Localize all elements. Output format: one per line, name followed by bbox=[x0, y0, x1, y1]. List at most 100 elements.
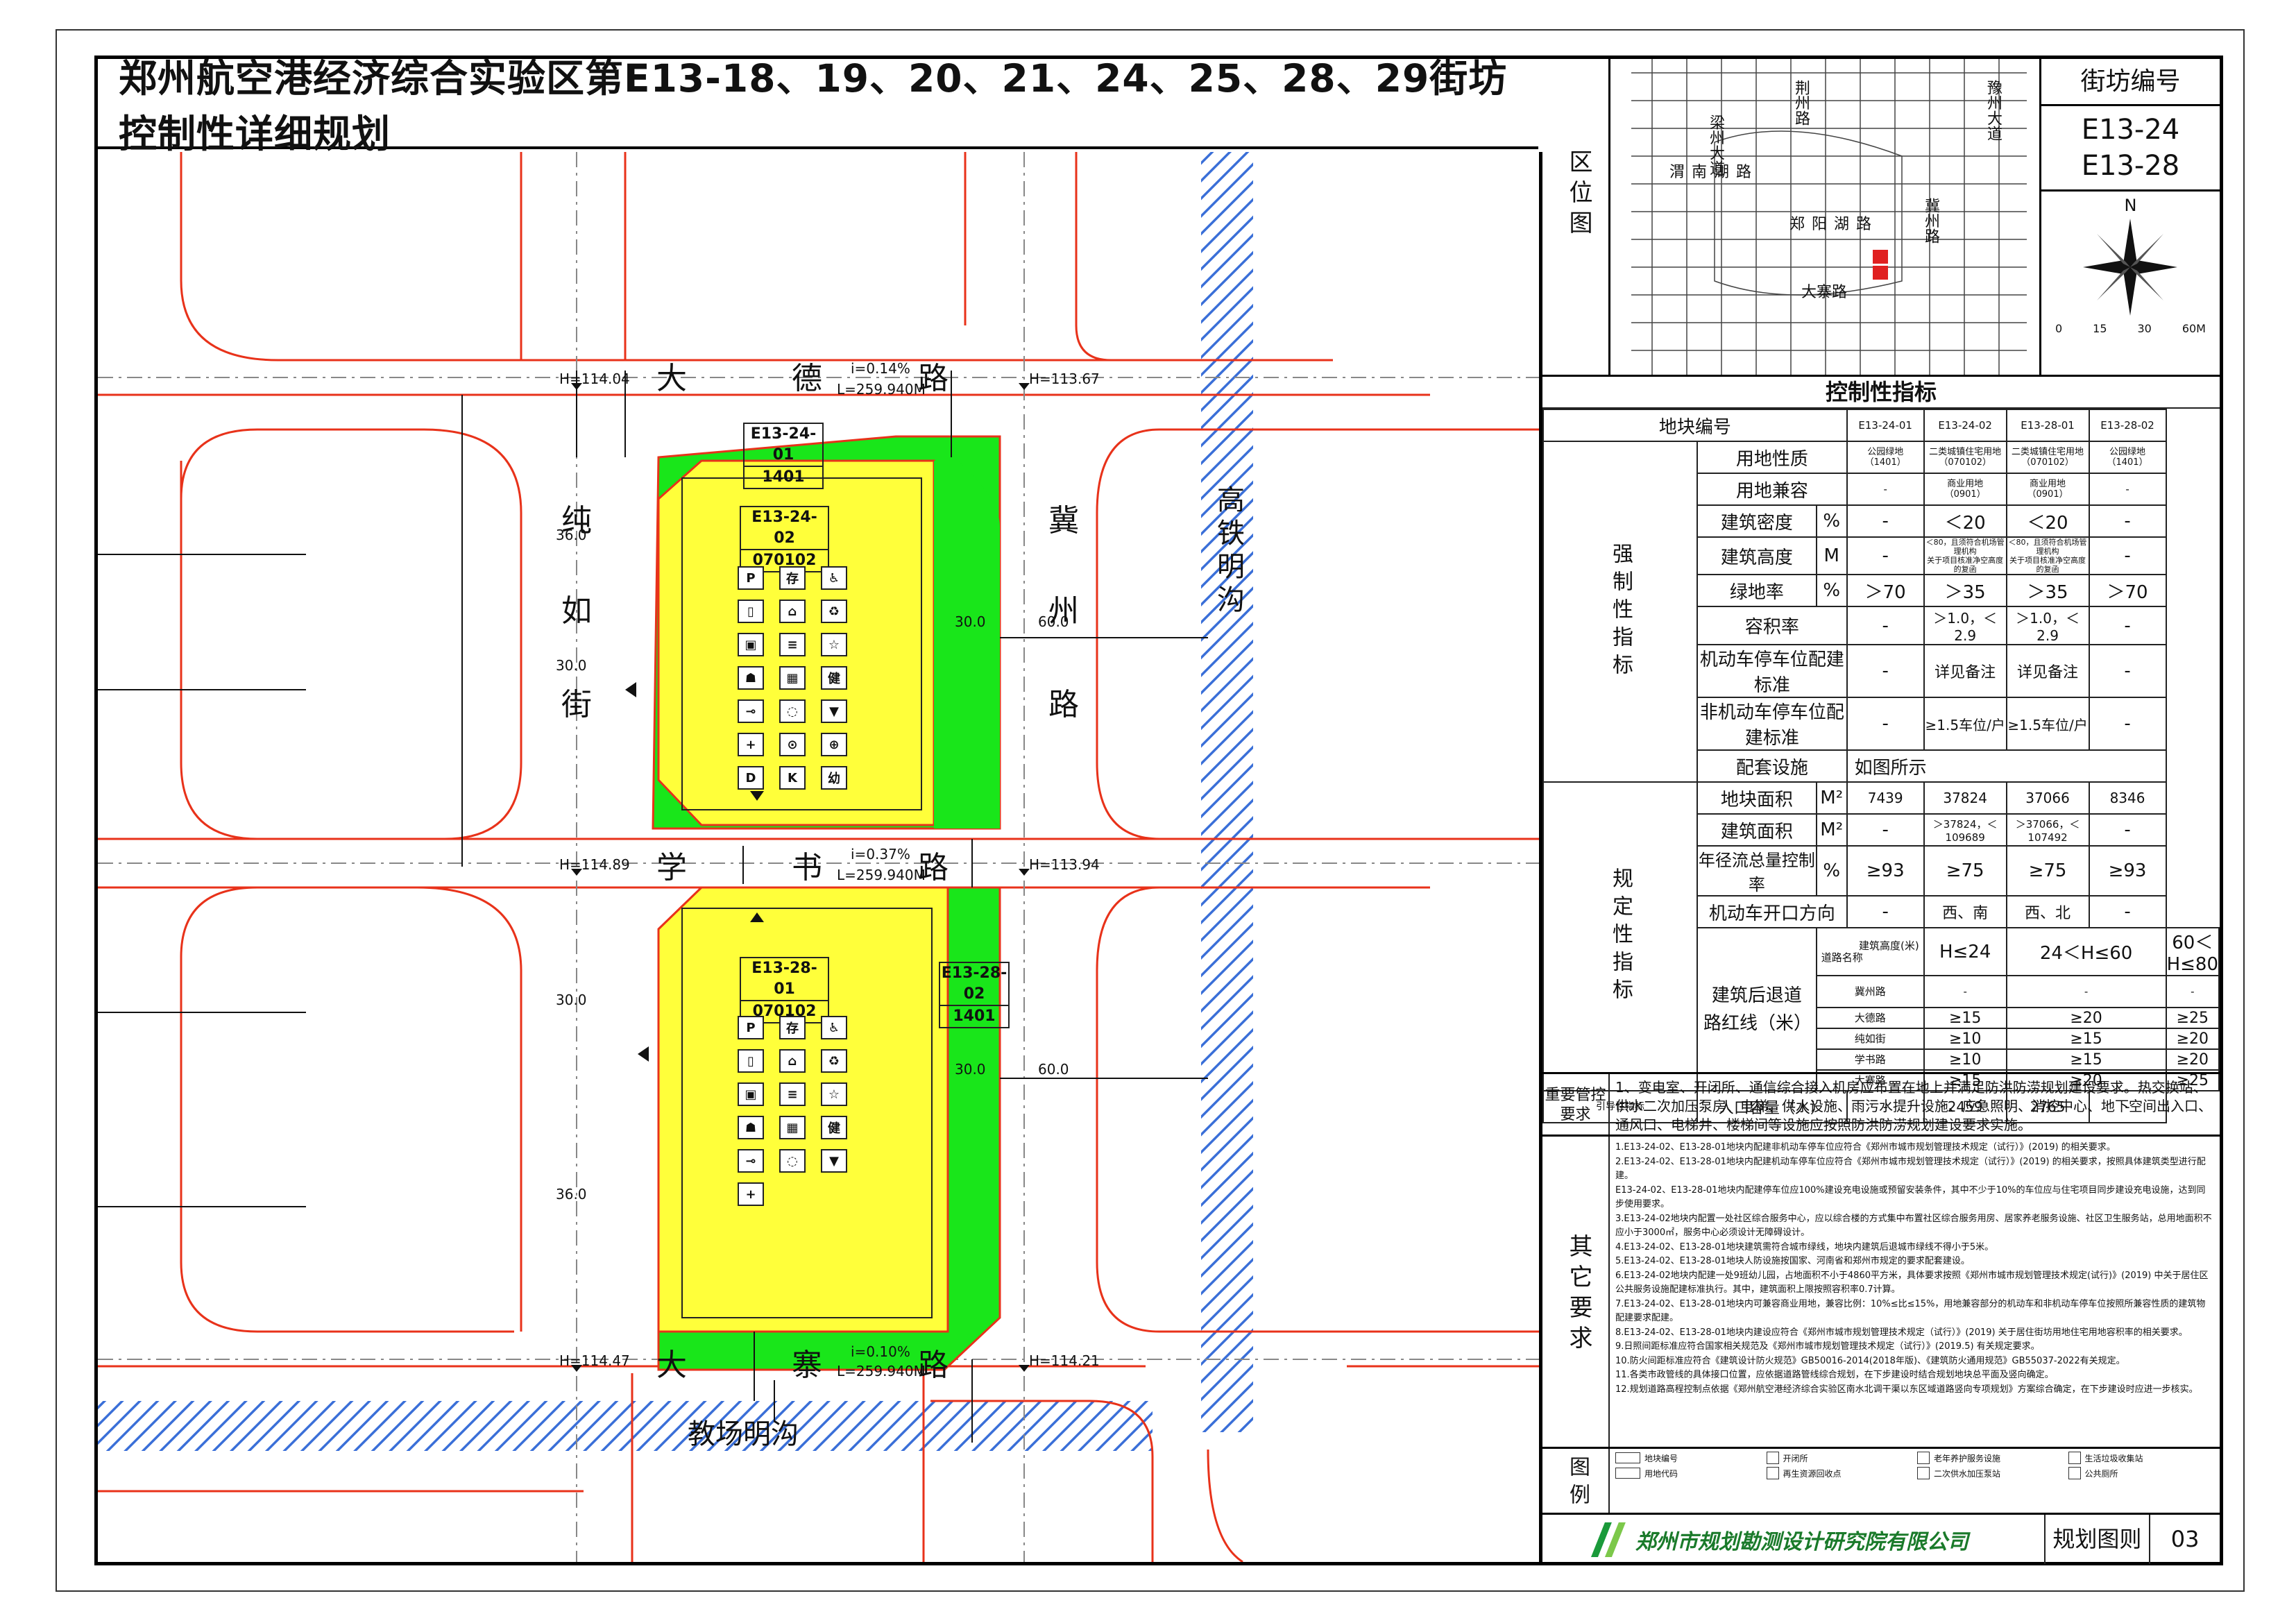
org-logo-icon bbox=[1590, 1522, 1626, 1557]
road-name-jizhou: 冀 bbox=[1048, 503, 1079, 538]
d-icon: D bbox=[738, 766, 764, 790]
switch-room-icon bbox=[1766, 1452, 1779, 1464]
parking-icon: P bbox=[738, 1016, 764, 1039]
important-text: 1、变电室、开闭所、通信综合接入机房应布置在地上并满足防洪防涝规划建设要求。热交… bbox=[1615, 1079, 2212, 1133]
loc-road: 冀州路 bbox=[1922, 198, 1939, 244]
shop-icon: ⌂ bbox=[779, 1049, 806, 1073]
slope-label: L=259.940M bbox=[837, 1363, 926, 1379]
road-name-chunru: 如 bbox=[561, 593, 592, 629]
fitness-icon: 健 bbox=[821, 666, 847, 690]
rail-canal-label: 高铁明沟 bbox=[1212, 485, 1244, 618]
legend-label-cell: 图例 bbox=[1542, 1449, 1610, 1515]
setback-line-28 bbox=[681, 908, 933, 1318]
col-code: E13-28-02 bbox=[2088, 409, 2167, 442]
sports-icon: ⊕ bbox=[821, 733, 847, 756]
kindergarten-icon: 幼 bbox=[821, 766, 847, 790]
access-arrow-icon bbox=[750, 791, 764, 801]
elderly-care-icon bbox=[1917, 1452, 1930, 1464]
star-icon: ☆ bbox=[821, 1082, 847, 1106]
storage-icon: 存 bbox=[779, 1016, 806, 1039]
loc-road: 渭南湖路 bbox=[1669, 164, 1759, 181]
width-label: 30.0 bbox=[955, 1061, 986, 1078]
storage-icon: 存 bbox=[779, 566, 806, 590]
road-name-xueshu: 学 bbox=[656, 850, 687, 885]
loc-road: 梁州大道 bbox=[1707, 114, 1724, 176]
setback-line-24 bbox=[681, 477, 922, 810]
canteen-icon: ⊙ bbox=[779, 733, 806, 756]
width-label: 60.0 bbox=[1038, 1061, 1069, 1078]
width-label: 36.0 bbox=[556, 527, 587, 543]
road-name-chunru: 纯 bbox=[561, 503, 592, 538]
important-label: 重要管控要求 bbox=[1542, 1074, 1610, 1137]
loc-road: 荆州路 bbox=[1792, 80, 1810, 126]
recycle-icon bbox=[1766, 1467, 1779, 1479]
control-table-heading: 控制性指标 bbox=[1542, 377, 2220, 409]
access-arrow-icon bbox=[625, 682, 636, 697]
planning-map: H=114.04 H=113.67 H=114.89 H=113.94 H=11… bbox=[98, 152, 1542, 1562]
road-name-dade: 路 bbox=[918, 361, 949, 396]
pump-icon: ◌ bbox=[779, 699, 806, 723]
block-no-1: E13-24 bbox=[2081, 114, 2180, 146]
parking-icon: P bbox=[738, 566, 764, 590]
location-map-label: 区位图 bbox=[1565, 149, 1592, 241]
width-label: 30.0 bbox=[556, 992, 587, 1008]
compass-icon bbox=[2083, 219, 2177, 316]
control-table: 地块编号 E13-24-01 E13-24-02 E13-28-01 E13-2… bbox=[1542, 409, 2220, 1123]
width-label: 36.0 bbox=[556, 1186, 587, 1203]
outer-border bbox=[56, 29, 2245, 1592]
road-name-dade: 德 bbox=[792, 361, 822, 396]
legend-label: 图例 bbox=[1565, 1456, 1590, 1511]
drawing-frame bbox=[94, 56, 2223, 1565]
access-arrow-icon bbox=[750, 912, 764, 922]
road-name-jizhou: 路 bbox=[1048, 687, 1079, 722]
community-center-icon: ☗ bbox=[738, 1116, 764, 1139]
down-arrow-icon: ▼ bbox=[821, 1149, 847, 1173]
legend-item: 开闭所 bbox=[1766, 1452, 1911, 1464]
road-name-dazhai: 大 bbox=[656, 1348, 687, 1383]
col-code: E13-24-02 bbox=[1923, 409, 2007, 442]
road-name-dazhai: 路 bbox=[918, 1348, 949, 1383]
facility-icons-28: P 存 ♿ ▯ ⌂ ♻ ▣ ≡ ☆ ☗ ▦ 健 ⊸ ◌ ▼ + bbox=[738, 1016, 847, 1207]
legend-item: 二次供水加压泵站 bbox=[1917, 1467, 2061, 1479]
facility-icons-24: P 存 ♿ ▯ ⌂ ♻ ▣ ≡ ☆ ☗ ▦ 健 ⊸ ◌ ▼ + ⊙ ⊕ D K … bbox=[738, 566, 847, 791]
community-center-icon: ☗ bbox=[738, 666, 764, 690]
road-name-dazhai: 寨 bbox=[792, 1348, 822, 1383]
legend-item: 地块编号 bbox=[1615, 1452, 1760, 1464]
jiaochang-canal bbox=[98, 1401, 1153, 1451]
loc-road: 大寨路 bbox=[1801, 284, 1848, 301]
legend-section: 图例 地块编号 开闭所 老年养护服务设施 生活垃圾收集站 用地代码 再生资源回收… bbox=[1542, 1447, 2220, 1515]
elevation-label: H=114.21 bbox=[1029, 1352, 1100, 1369]
plot-code-icon bbox=[1615, 1452, 1640, 1463]
setback-label: 建筑后退道路红线（米） bbox=[1697, 927, 1817, 1091]
switch-room-icon: ▯ bbox=[738, 1049, 764, 1073]
land-code-icon bbox=[1615, 1468, 1640, 1479]
footer: 郑州市规划勘测设计研究院有限公司 规划图则 03 bbox=[1542, 1513, 2220, 1564]
location-map-svg bbox=[1631, 59, 2027, 375]
elevation-label: H=113.94 bbox=[1029, 856, 1100, 873]
page-title: 郑州航空港经济综合实验区第E13-18、19、20、21、24、25、28、29… bbox=[119, 56, 1508, 156]
recycle-icon: ♻ bbox=[821, 600, 847, 623]
road-name-jizhou: 州 bbox=[1048, 593, 1079, 629]
control-table-section: 控制性指标 地块编号 E13-24-01 E13-24-02 E13-28-01… bbox=[1542, 375, 2220, 1123]
rail-canal bbox=[1201, 152, 1253, 1432]
slope-label: L=259.940M bbox=[837, 867, 926, 883]
telecom-icon: ▦ bbox=[779, 1116, 806, 1139]
group-prescribed: 规定性指标 bbox=[1542, 781, 1698, 1091]
width-label: 60.0 bbox=[1038, 613, 1069, 630]
group-mandatory: 强制性指标 bbox=[1542, 441, 1698, 783]
col-code: E13-24-01 bbox=[1846, 409, 1925, 442]
other-label-cell: 其它要求 bbox=[1542, 1137, 1610, 1449]
fitness-icon: 健 bbox=[821, 1116, 847, 1139]
trash-icon: ≡ bbox=[779, 1082, 806, 1106]
org-name: 郑州市规划勘测设计研究院有限公司 bbox=[1635, 1529, 1968, 1554]
plot-e13-28-01-yellow bbox=[657, 886, 949, 1333]
width-label: 30.0 bbox=[955, 613, 986, 630]
width-label: 30.0 bbox=[556, 657, 587, 674]
recycle-icon: ♻ bbox=[821, 1049, 847, 1073]
down-arrow-icon: ▼ bbox=[821, 699, 847, 723]
elevation-label: H=114.04 bbox=[559, 371, 630, 387]
telecom-icon: ▦ bbox=[779, 666, 806, 690]
